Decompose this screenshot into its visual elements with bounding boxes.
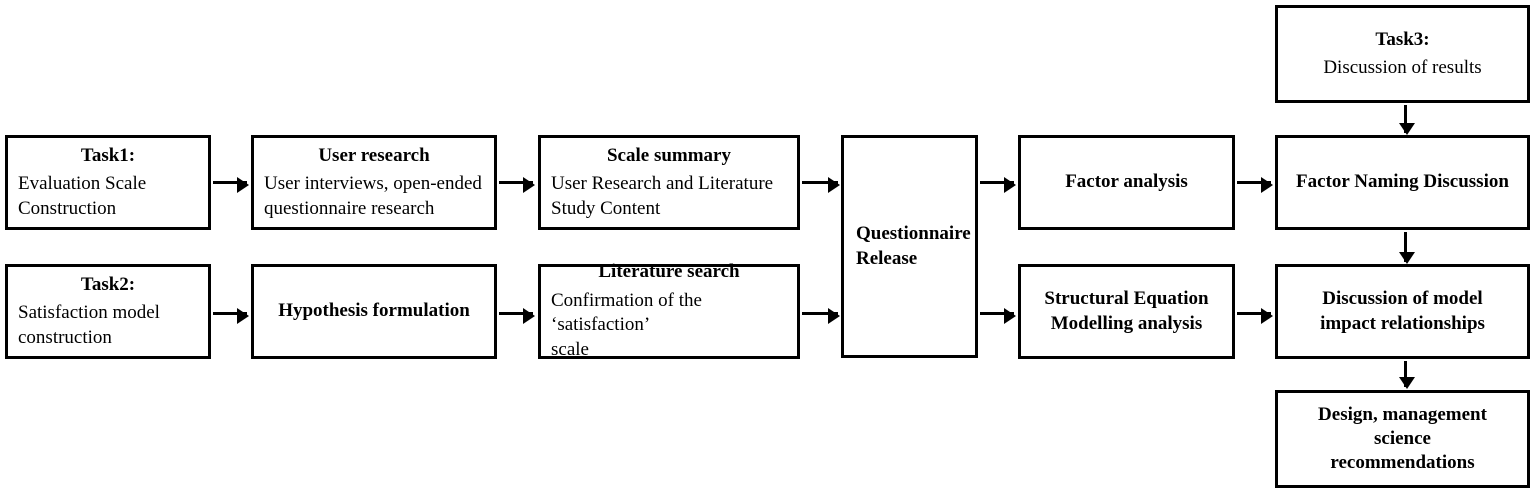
node-discussion-of-model-impact-title: Discussion of model impact relationships <box>1320 288 1485 334</box>
node-literature-search-title: Literature search <box>598 261 740 283</box>
edge-user-research-to-scale-summary <box>499 177 535 193</box>
edge-factor-naming-discussion-to-discussion-of-model-impact <box>1399 232 1415 264</box>
node-structural-equation-modelling: Structural Equation Modelling analysis <box>1018 264 1235 359</box>
node-design-recommendations-title: Design, management science recommendatio… <box>1318 403 1487 474</box>
node-literature-search-subtitle: Confirmation of the ‘satisfaction’ scale <box>551 289 702 360</box>
node-literature-search: Literature search Confirmation of the ‘s… <box>538 261 800 360</box>
node-task2: Task2: Satisfaction model construction <box>5 264 211 359</box>
node-factor-analysis: Factor analysis <box>1018 135 1235 230</box>
edge-questionnaire-release-to-structural-equation-modelling <box>980 308 1016 324</box>
node-scale-summary-title: Scale summary <box>606 144 731 166</box>
node-questionnaire-release: Questionnaire Release <box>841 135 978 358</box>
node-task2-title: Task2: <box>80 273 136 295</box>
edge-literature-search-to-questionnaire-release <box>802 308 840 324</box>
node-task1-title: Task1: <box>80 144 136 166</box>
edge-task2-to-hypothesis-formulation <box>213 308 249 324</box>
node-task3-subtitle: Discussion of results <box>1323 56 1482 78</box>
node-design-recommendations: Design, management science recommendatio… <box>1275 390 1530 488</box>
node-task1: Task1: Evaluation Scale Construction <box>5 135 211 230</box>
node-hypothesis-formulation-title: Hypothesis formulation <box>278 300 470 322</box>
node-questionnaire-release-title: Questionnaire Release <box>856 223 971 269</box>
edge-structural-equation-modelling-to-discussion-of-model-impact <box>1237 308 1273 324</box>
node-task3: Task3: Discussion of results <box>1275 5 1530 103</box>
node-user-research-title: User research <box>318 144 430 166</box>
edge-task3-to-factor-naming-discussion <box>1399 105 1415 135</box>
node-scale-summary-subtitle: User Research and Literature Study Conte… <box>551 172 774 219</box>
edge-discussion-of-model-impact-to-design-recommendations <box>1399 361 1415 389</box>
edge-factor-analysis-to-factor-naming-discussion <box>1237 177 1273 193</box>
node-user-research-subtitle: User interviews, open-ended questionnair… <box>264 172 482 219</box>
node-user-research: User research User interviews, open-ende… <box>251 135 497 230</box>
node-task2-subtitle: Satisfaction model construction <box>18 301 160 348</box>
node-discussion-of-model-impact: Discussion of model impact relationships <box>1275 264 1530 359</box>
node-task1-subtitle: Evaluation Scale Construction <box>18 172 147 219</box>
node-factor-analysis-title: Factor analysis <box>1065 171 1188 193</box>
node-task3-title: Task3: <box>1375 28 1430 50</box>
node-structural-equation-modelling-title: Structural Equation Modelling analysis <box>1044 288 1209 334</box>
node-factor-naming-discussion: Factor Naming Discussion <box>1275 135 1530 230</box>
node-hypothesis-formulation: Hypothesis formulation <box>251 264 497 359</box>
edge-hypothesis-formulation-to-literature-search <box>499 308 535 324</box>
node-scale-summary: Scale summary User Research and Literatu… <box>538 135 800 230</box>
edge-task1-to-user-research <box>213 177 249 193</box>
edge-questionnaire-release-to-factor-analysis <box>980 177 1016 193</box>
node-factor-naming-discussion-title: Factor Naming Discussion <box>1296 171 1509 193</box>
edge-scale-summary-to-questionnaire-release <box>802 177 840 193</box>
